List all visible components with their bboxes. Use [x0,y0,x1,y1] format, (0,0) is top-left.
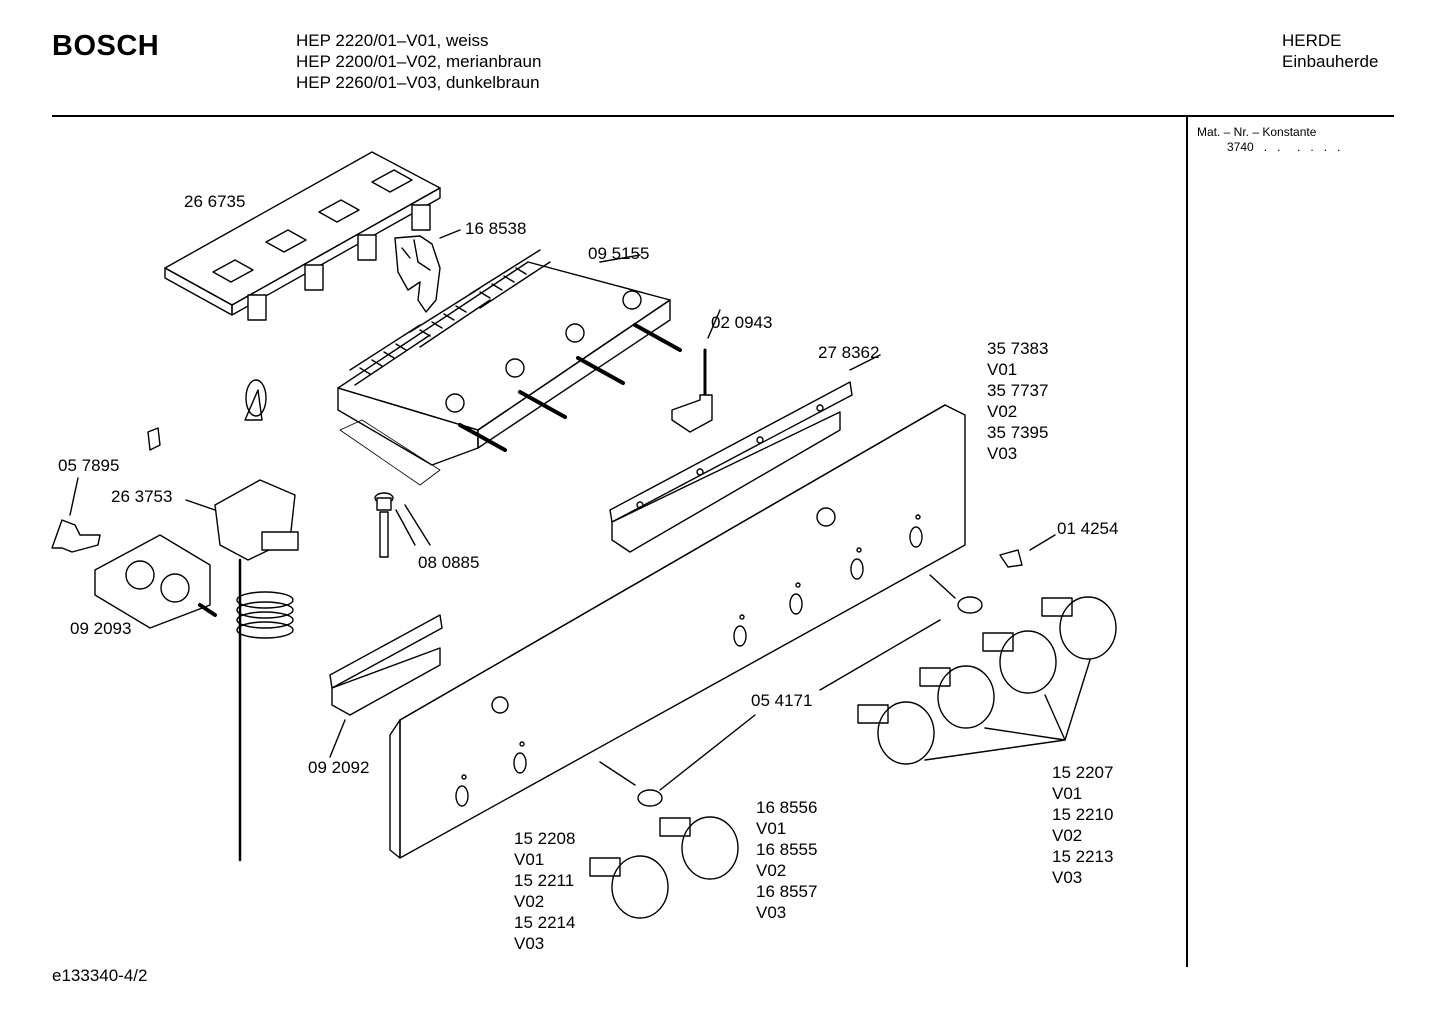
label-knobs-mid: 16 8556 V01 16 8555 V02 16 8557 V03 [756,797,817,923]
material-constant-title: Mat. – Nr. – Konstante [1197,125,1317,139]
label-panel-5: 35 7395 [987,423,1049,442]
label-knobs-mid-2: V01 [756,819,787,838]
label-knobs-mid-5: 16 8557 [756,882,818,901]
material-constant-value: 3740 . . . . . . [1227,140,1341,154]
label-092092: 09 2092 [308,758,370,777]
label-263753: 26 3753 [111,487,173,506]
label-panel-2: V01 [987,360,1018,379]
label-266735: 26 6735 [184,192,246,211]
label-knobs-mid-3: 16 8555 [756,840,818,859]
part-266735-cover-frame [165,152,440,320]
label-panel-3: 35 7737 [987,381,1049,400]
label-014254: 01 4254 [1057,519,1119,538]
label-020943: 02 0943 [711,313,773,332]
label-knobs-right: 15 2207 V01 15 2210 V02 15 2213 V03 [1052,762,1113,888]
part-014254-clip [1000,535,1055,567]
label-knobs-mid-1: 16 8556 [756,798,818,817]
label-knobs-right-5: 15 2213 [1052,847,1114,866]
label-092093: 09 2093 [70,619,132,638]
brand-logo: BOSCH [52,30,160,62]
part-054171-indicator-lamps [600,575,982,806]
label-knobs-right-4: V02 [1052,826,1083,845]
label-panel-6: V03 [987,444,1018,463]
part-knobs-lower [590,817,738,918]
label-panel-4: V02 [987,402,1018,421]
label-168538: 16 8538 [465,219,527,238]
label-knobs-left-6: V03 [514,934,545,953]
category-line-1: HERDE [1282,31,1342,50]
label-080885: 08 0885 [418,553,480,572]
category: HERDE Einbauherde [1282,30,1378,72]
label-panel: 35 7383 V01 35 7737 V02 35 7395 V03 [987,338,1048,464]
label-knobs-left-3: 15 2211 [514,871,575,890]
label-knobs-right-2: V01 [1052,784,1083,803]
header-rule [52,115,1394,117]
label-knobs-mid-4: V02 [756,861,787,880]
label-panel-1: 35 7383 [987,339,1049,358]
part-knobs-right [858,597,1116,764]
label-knobs-right-6: V03 [1052,868,1083,887]
label-knobs-left-2: V01 [514,850,545,869]
part-278362-rail [610,355,880,552]
label-knobs-left-1: 15 2208 [514,829,576,848]
label-278362: 27 8362 [818,343,880,362]
label-knobs-left-4: V02 [514,892,545,911]
model-line-2: HEP 2200/01–V02, merianbraun [296,52,542,71]
part-092093-selector-switch [95,535,215,628]
label-knobs-right-3: 15 2210 [1052,805,1114,824]
label-knobs-left: 15 2208 V01 15 2211 V02 15 2214 V03 [514,828,575,954]
category-line-2: Einbauherde [1282,52,1379,71]
part-080885-screw [375,493,430,557]
part-panel-front [390,405,965,858]
part-092092-bracket [330,615,442,757]
label-095155: 09 5155 [588,244,650,263]
material-constant: Mat. – Nr. – Konstante 3740 . . . . . . [1197,125,1340,155]
sidebar-rule [1186,116,1188,967]
part-057895-terminal [52,428,160,552]
label-knobs-right-1: 15 2207 [1052,763,1114,782]
document-id: e133340-4/2 [52,966,148,985]
model-line-3: HEP 2260/01–V03, dunkelbraun [296,73,540,92]
part-263753-thermostat [186,380,298,860]
part-095155-switch-block [338,250,680,485]
model-list: HEP 2220/01–V01, weiss HEP 2200/01–V02, … [296,30,541,93]
label-057895: 05 7895 [58,456,120,475]
label-054171: 05 4171 [751,691,813,710]
label-knobs-left-5: 15 2214 [514,913,576,932]
label-knobs-mid-6: V03 [756,903,787,922]
part-168538-clip [395,230,460,312]
part-020943-sensor [672,310,720,432]
model-line-1: HEP 2220/01–V01, weiss [296,31,489,50]
